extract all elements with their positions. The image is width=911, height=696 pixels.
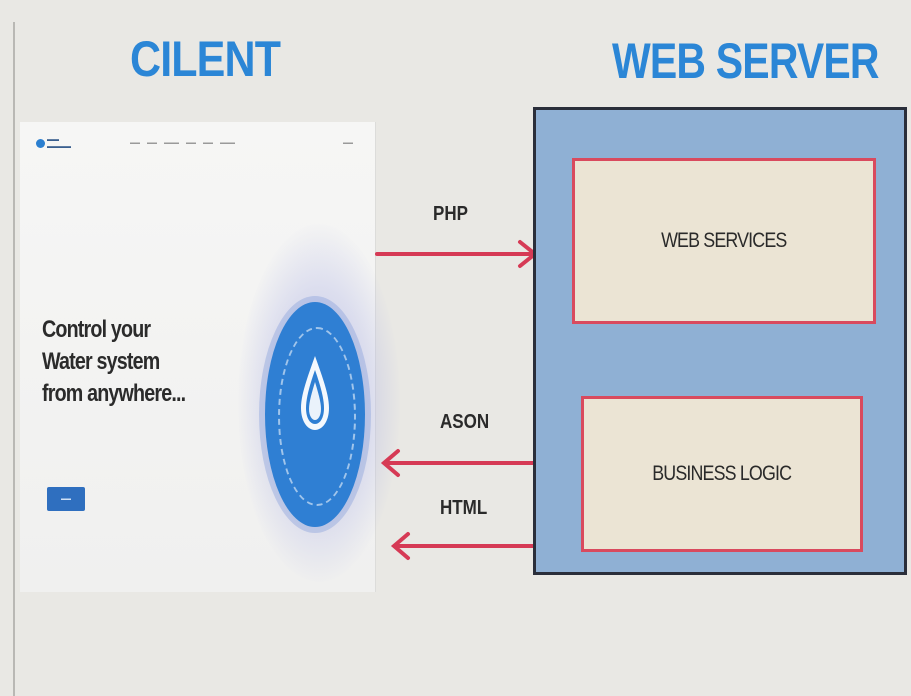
nav-link[interactable]: ▬▬ xyxy=(203,140,213,146)
hero-line-3: from anywhere... xyxy=(42,380,186,407)
web-server-heading: WEB SERVER xyxy=(612,33,880,89)
web-services-box: WEB SERVICES xyxy=(572,158,876,324)
brand-logo-text: ▬▬▬▬▬▬ xyxy=(47,137,71,150)
html-arrow xyxy=(390,532,540,560)
nav-link[interactable]: ▬▬▬ xyxy=(164,140,179,146)
nav-link[interactable]: ▬▬ xyxy=(186,140,196,146)
hero-cta-button[interactable]: ▬▬ xyxy=(47,487,85,511)
hero-line-1: Control your xyxy=(42,316,151,343)
business-logic-label: BUSINESS LOGIC xyxy=(652,462,793,485)
php-arrow xyxy=(375,240,539,268)
html-label: HTML xyxy=(440,497,488,519)
ason-label: ASON xyxy=(440,411,490,433)
hero-ring-dashes xyxy=(278,327,356,506)
brand-logo-icon xyxy=(36,139,45,148)
page-margin-line xyxy=(13,22,15,696)
nav-link[interactable]: ▬▬ xyxy=(130,140,140,146)
business-logic-box: BUSINESS LOGIC xyxy=(581,396,863,552)
nav-link[interactable]: ▬▬▬ xyxy=(220,140,235,146)
client-website-mockup: ▬▬▬▬▬▬ ▬▬ ▬▬ ▬▬▬ ▬▬ ▬▬ ▬▬▬ ▬▬ Control yo… xyxy=(20,122,400,592)
hero-line-2: Water system xyxy=(42,348,160,375)
php-label: PHP xyxy=(433,203,468,225)
mockup-nav-links: ▬▬ ▬▬ ▬▬▬ ▬▬ ▬▬ ▬▬▬ xyxy=(130,140,235,146)
client-heading: CILENT xyxy=(130,31,281,87)
web-services-label: WEB SERVICES xyxy=(661,229,787,252)
hero-headline: Control your Water system from anywhere.… xyxy=(42,314,186,410)
ason-arrow xyxy=(380,449,540,477)
water-drop-icon xyxy=(301,356,329,430)
nav-link[interactable]: ▬▬ xyxy=(147,140,157,146)
nav-login-link[interactable]: ▬▬ xyxy=(343,140,353,146)
mockup-navbar: ▬▬▬▬▬▬ ▬▬ ▬▬ ▬▬▬ ▬▬ ▬▬ ▬▬▬ ▬▬ xyxy=(20,122,375,182)
